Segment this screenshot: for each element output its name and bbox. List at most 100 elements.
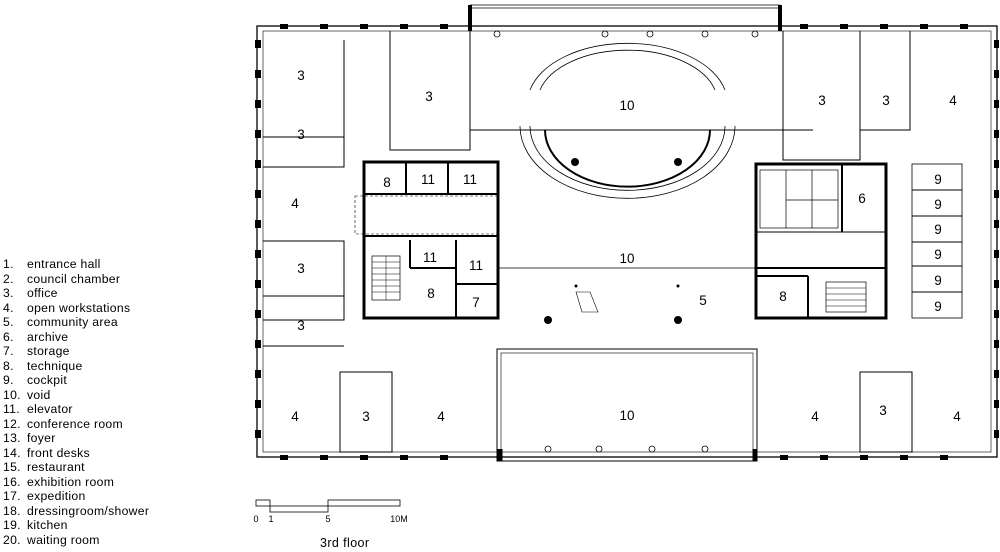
facade-mullions [255,24,999,460]
legend-item: 4. open workstations [3,301,243,316]
legend-label: dressingroom/shower [27,503,150,518]
legend-item: 8. technique [3,359,243,374]
legend-label: void [27,387,51,402]
legend-label: cockpit [27,373,68,387]
legend-number: 3. [3,286,14,300]
room-cockpit-label: 9 [934,197,942,212]
legend-item: 11. elevator [3,402,243,417]
room-workstation-label: 4 [953,409,961,424]
room-office-label: 3 [297,318,305,333]
room-workstation-label: 4 [291,409,299,424]
legend-label: front desks [27,445,90,460]
legend-number: 13. [3,431,21,445]
legend-number: 4. [3,300,14,315]
legend-number: 7. [3,344,14,358]
room-cockpit-label: 9 [934,222,942,237]
room-void-label: 10 [619,98,634,113]
scale-tick: 0 [253,514,258,524]
legend-label: foyer [27,431,56,445]
legend-item: 5. community area [3,315,243,330]
legend-number: 5. [3,315,14,329]
room-cockpit-label: 9 [934,273,942,288]
legend-label: community area [27,315,118,329]
right-core [754,162,888,320]
room-office-label: 3 [818,93,826,108]
room-cockpit-label: 9 [934,247,942,262]
room-elevator-label: 11 [421,172,435,187]
legend-item: 6. archive [3,330,243,345]
legend-label: archive [27,329,69,344]
legend-label: technique [27,358,83,373]
room-office-label: 3 [297,68,305,83]
room-office-label: 3 [425,89,433,104]
legend-item: 19. kitchen [3,518,243,533]
legend-label: expedition [27,489,86,503]
legend-item: 7. storage [3,344,243,359]
room-technique-label: 8 [383,175,391,190]
legend-item: 16. exhibition room [3,475,243,490]
legend-label: open workstations [27,300,131,315]
legend-number: 1. [3,257,14,271]
room-community-label: 5 [699,293,707,308]
legend-label: restaurant [27,460,85,474]
legend-label: storage [27,344,70,358]
scale-bar [255,499,401,513]
legend-item: 10. void [3,388,243,403]
legend-number: 6. [3,329,14,344]
room-office-label: 3 [297,127,305,142]
legend-number: 12. [3,416,21,431]
legend-number: 8. [3,358,14,373]
legend-item: 14. front desks [3,446,243,461]
legend-number: 2. [3,271,14,286]
room-archive-label: 6 [858,191,866,206]
legend-number: 18. [3,503,21,518]
legend-item: 20.waiting room [3,533,243,548]
room-office-label: 3 [879,403,887,418]
legend-number: 11. [3,402,20,416]
legend-item: 12. conference room [3,417,243,432]
room-office-label: 3 [297,261,305,276]
room-workstation-label: 4 [291,196,299,211]
legend-number: 17. [3,489,21,503]
legend-number: 10. [3,387,21,402]
floor-label: 3rd floor [320,536,369,550]
room-office-label: 3 [362,409,370,424]
scale-tick: 5 [325,514,330,524]
room-workstation-label: 4 [949,93,957,108]
legend-number: 15. [3,460,21,474]
legend-item: 9. cockpit [3,373,243,388]
legend-number: 16. [3,474,21,489]
room-technique-label: 8 [779,289,787,304]
legend-item: 3.office [3,286,243,301]
legend-label: exhibition room [27,474,115,489]
legend-item: 15. restaurant [3,460,243,475]
scale-tick: 1 [268,514,273,524]
room-office-label: 3 [882,93,890,108]
room-elevator-label: 11 [423,250,437,265]
scale-tick: 10M [390,514,408,524]
room-cockpit-label: 9 [934,299,942,314]
room-cockpit-label: 9 [934,172,942,187]
legend-item: 17. expedition [3,489,243,504]
legend-item: 1. entrance hall [3,257,243,272]
legend-item: 18. dressingroom/shower [3,504,243,519]
legend-label: kitchen [27,518,68,532]
legend-item: 13. foyer [3,431,243,446]
legend-label: conference room [27,416,123,431]
room-technique-label: 8 [427,286,435,301]
room-elevator-label: 11 [463,172,477,187]
room-void-label: 10 [619,251,634,266]
legend-number: 20. [3,532,21,547]
legend-item: 2.council chamber [3,272,243,287]
legend-label: elevator [27,402,73,416]
room-storage-label: 7 [472,295,480,310]
room-void-label: 10 [619,408,634,423]
room-elevator-label: 11 [469,258,483,273]
legend-number: 19. [3,518,21,532]
legend-label: entrance hall [27,257,101,271]
room-workstation-label: 4 [437,409,445,424]
legend-number: 9. [3,373,14,387]
legend-number: 14. [3,445,21,460]
